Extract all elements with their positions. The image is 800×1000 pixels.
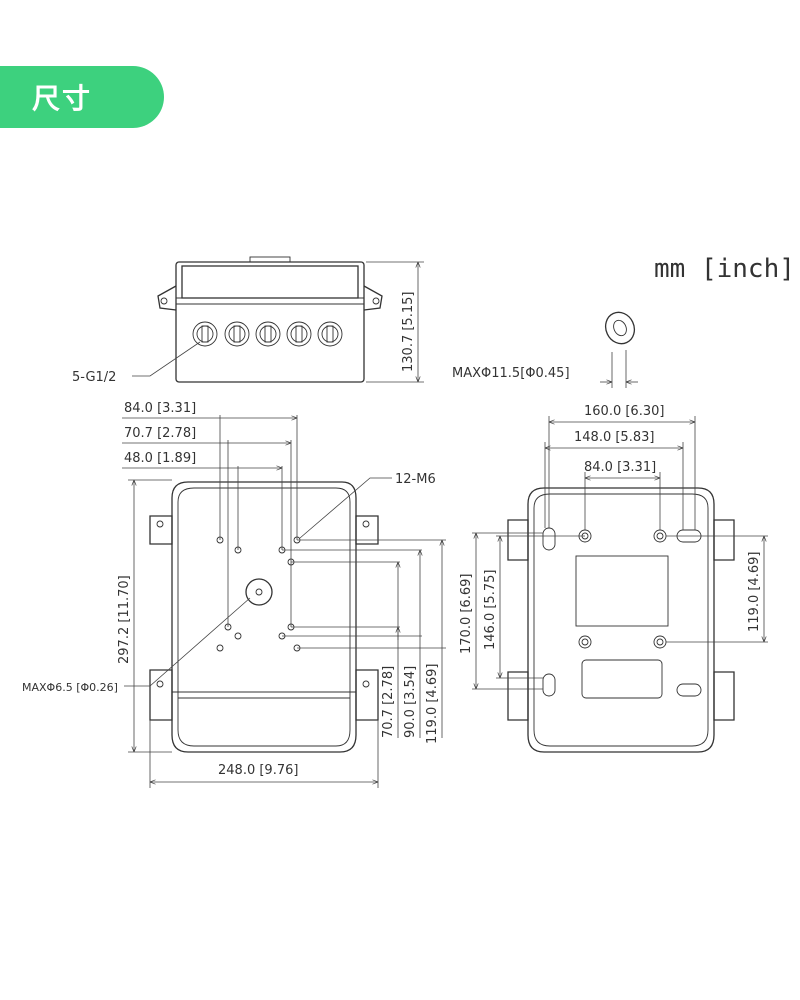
front-width-label: 248.0 [9.76] [218,763,298,778]
units-label: mm [inch] [654,254,795,284]
cable-glands [192,321,343,347]
front-dim-70: 70.7 [2.78] [124,426,196,441]
front-dim-v90: 90.0 [3.54] [403,666,418,738]
front-dim-48: 48.0 [1.89] [124,451,196,466]
glands-label: 5-G1/2 [72,370,116,385]
back-view: 160.0 [6.30] 148.0 [5.83] 84.0 [3.31] 17… [459,404,768,753]
back-dim-148: 148.0 [5.83] [574,430,654,445]
back-dim-146: 146.0 [5.75] [483,570,498,650]
back-dim-170: 170.0 [6.69] [459,574,474,654]
screws-label: 12-M6 [395,472,436,487]
back-dim-119: 119.0 [4.69] [747,552,762,632]
front-height-label: 297.2 [11.70] [117,575,132,664]
section-title: 尺寸 [32,82,93,115]
side-height-label: 130.7 [5.15] [401,292,416,372]
front-view: 84.0 [3.31] 70.7 [2.78] 48.0 [1.89] 12-M… [22,401,446,788]
hole-label: MAXΦ6.5 [Φ0.26] [22,681,118,694]
back-dim-160: 160.0 [6.30] [584,404,664,419]
section-tab: 尺寸 [0,66,164,128]
back-dim-84: 84.0 [3.31] [584,460,656,475]
side-view: 5-G1/2 130.7 [5.15] [72,256,424,385]
gland-cap: MAXΦ11.5[Φ0.45] [452,311,638,388]
front-dim-v70: 70.7 [2.78] [381,666,396,738]
front-dim-84: 84.0 [3.31] [124,401,196,416]
front-dim-v119: 119.0 [4.69] [425,664,440,744]
cap-diameter-label: MAXΦ11.5[Φ0.45] [452,366,570,381]
